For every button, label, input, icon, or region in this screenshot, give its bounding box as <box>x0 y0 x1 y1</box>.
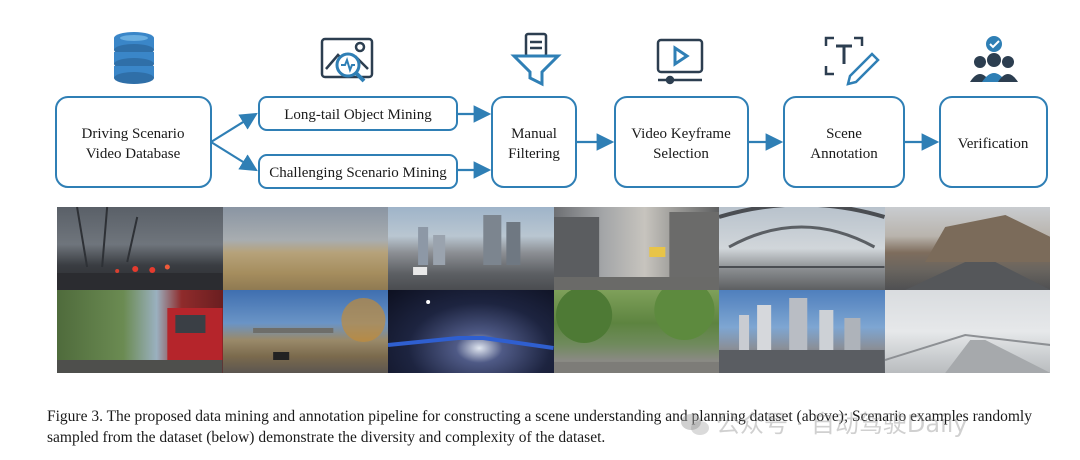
scenario-photo-mountain-road <box>884 207 1050 290</box>
database-label-line2: Video Database <box>86 146 181 162</box>
manual-filtering-box: Manual Filtering <box>491 96 577 188</box>
keyframe-label-line1: Video Keyframe <box>631 126 731 142</box>
database-label-line1: Driving Scenario <box>82 126 185 142</box>
scenario-photo-tunnel <box>388 290 554 373</box>
scenario-photo-tree-lined-road <box>553 290 719 373</box>
text-edit-icon <box>824 36 880 86</box>
scenario-photo-city-road <box>388 207 554 290</box>
manual-filtering-line2: Filtering <box>508 146 560 162</box>
scenario-photo-skyline <box>719 290 885 373</box>
challenging-mining-box: Challenging Scenario Mining <box>258 154 458 189</box>
scenario-photo-rural-bridge <box>222 290 388 373</box>
database-icon <box>114 32 154 84</box>
database-box: Driving Scenario Video Database <box>55 96 212 188</box>
video-icon <box>656 38 704 85</box>
figure-caption: Figure 3. The proposed data mining and a… <box>47 408 1032 446</box>
pipeline-diagram: Driving Scenario Video Database Long-tai… <box>55 32 1048 189</box>
arrow-db-to-longtail <box>210 112 258 143</box>
scenario-photo-snow <box>884 290 1050 373</box>
arrow-db-to-challenging <box>210 141 258 172</box>
keyframe-label-line2: Selection <box>653 146 709 162</box>
challenging-mining-label: Challenging Scenario Mining <box>269 165 447 181</box>
scenario-photo-bridge-rain <box>57 207 223 290</box>
annotation-label-line1: Scene <box>826 126 862 142</box>
verified-team-icon <box>970 36 1018 82</box>
annotation-label-line2: Annotation <box>810 146 878 162</box>
verification-box: Verification <box>939 96 1048 188</box>
longtail-mining-box: Long-tail Object Mining <box>258 96 458 131</box>
scenario-photo-desert <box>222 207 388 290</box>
longtail-mining-label: Long-tail Object Mining <box>284 107 432 123</box>
scenario-photo-overpass-arch <box>719 207 885 290</box>
manual-filtering-line1: Manual <box>511 126 557 142</box>
scenario-examples-grid <box>57 207 1050 373</box>
annotation-box: Scene Annotation <box>783 96 905 188</box>
scenario-photo-narrow-street <box>553 207 719 290</box>
filter-icon <box>510 32 562 87</box>
verification-label: Verification <box>958 136 1029 152</box>
scenario-photo-truck-trees <box>57 290 223 373</box>
image-search-icon <box>320 37 374 83</box>
keyframe-box: Video Keyframe Selection <box>614 96 749 188</box>
